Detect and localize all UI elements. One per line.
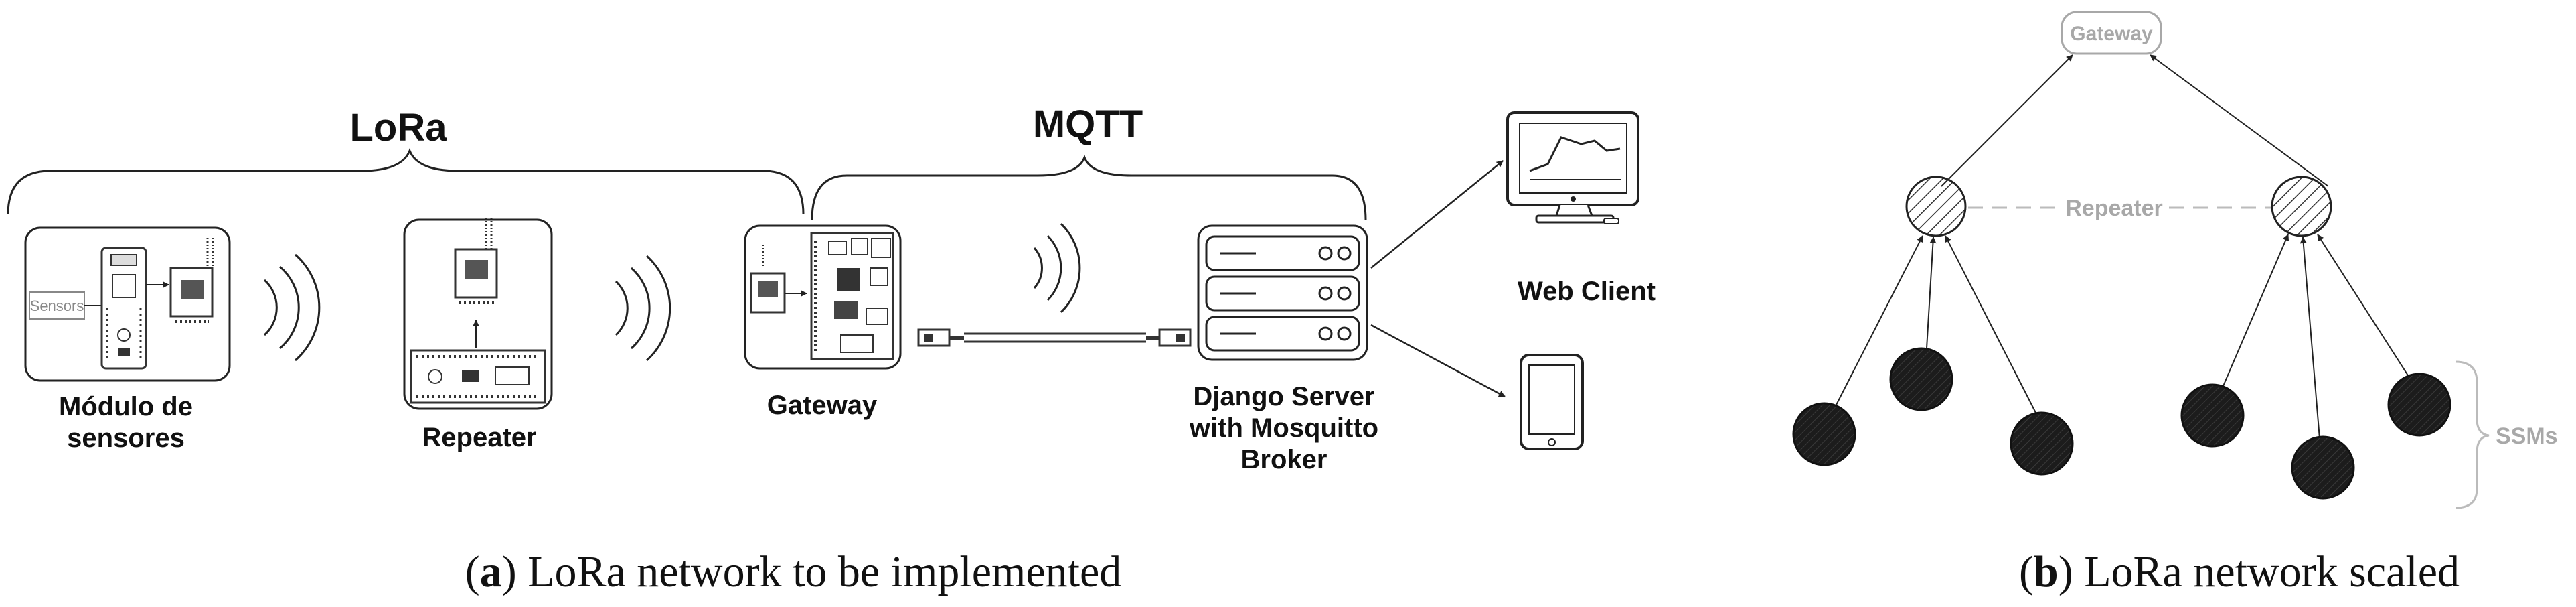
gateway-caption: Gateway xyxy=(767,391,878,420)
panel-b-caption-close: ) xyxy=(2059,547,2073,596)
tree-repeater-label: Repeater xyxy=(2065,196,2163,221)
repeater-caption: Repeater xyxy=(422,423,536,452)
sensors-label: Sensors xyxy=(30,297,84,314)
lora-brace xyxy=(7,147,805,215)
edge-ssm2 xyxy=(1926,237,1937,349)
tree-gateway-node xyxy=(2061,11,2162,55)
arrow-to-tablet xyxy=(1370,324,1506,398)
edge-ssm5 xyxy=(2300,237,2320,440)
radio-waves-3 xyxy=(1033,222,1081,314)
edge-ssm6 xyxy=(2317,234,2411,379)
server-caption-2: with Mosquitto xyxy=(1189,413,1378,443)
ssm-node-3 xyxy=(2010,411,2074,476)
django-server: Django Server with Mosquitto Broker xyxy=(1189,224,1378,474)
panel-a-caption-letter: a xyxy=(480,547,502,596)
sensor-module-caption-1: Módulo de xyxy=(59,392,193,421)
edge-left-repeater-gateway xyxy=(1941,54,2073,187)
panel-a-caption-text: LoRa network to be implemented xyxy=(517,547,1122,596)
sensor-module: Sensors Módulo de sensores xyxy=(24,226,231,453)
server-caption-3: Broker xyxy=(1241,445,1327,474)
panel-b-caption-letter: b xyxy=(2034,547,2059,596)
ethernet-cable xyxy=(917,328,1192,347)
panel-a-caption: (a) LoRa network to be implemented xyxy=(465,547,1122,596)
monitor-icon xyxy=(1506,111,1639,224)
ssms-label: SSMs xyxy=(2496,423,2558,449)
mqtt-brace xyxy=(811,154,1367,220)
arrow-to-web-client xyxy=(1370,160,1504,269)
panel-a-caption-open: ( xyxy=(465,547,480,596)
tree-gateway-label: Gateway xyxy=(2070,23,2153,45)
edge-ssm3 xyxy=(1945,235,2037,415)
panel-a: LoRa MQTT Sensors Módulo de se xyxy=(7,103,1656,596)
edge-ssm1 xyxy=(1834,235,1923,409)
panel-b-caption: (b) LoRa network scaled xyxy=(2019,547,2460,596)
edge-ssm4 xyxy=(2221,234,2289,391)
panel-b-caption-text: LoRa network scaled xyxy=(2073,547,2460,596)
ssm-node-2 xyxy=(1889,347,1953,411)
lora-brace-label: LoRa xyxy=(350,106,448,149)
tree-repeater-left xyxy=(1905,176,1967,237)
sensor-module-caption-2: sensores xyxy=(67,423,185,453)
server-caption-1: Django Server xyxy=(1193,382,1374,411)
repeater-node: Repeater xyxy=(403,218,553,452)
gateway-node: Gateway xyxy=(744,224,902,420)
ssm-node-5 xyxy=(2291,435,2355,500)
tablet-icon xyxy=(1520,354,1584,450)
sensors-box xyxy=(29,291,85,320)
ssm-node-4 xyxy=(2180,383,2245,448)
radio-waves-2 xyxy=(615,255,671,362)
panel-b-caption-open: ( xyxy=(2019,547,2034,596)
radio-waves-1 xyxy=(263,253,321,362)
panel-b: Gateway Repeater SSMs (b) LoRa network s… xyxy=(1792,11,2558,596)
ssm-node-6 xyxy=(2387,373,2451,437)
edge-right-repeater-gateway xyxy=(2150,54,2329,187)
ssm-node-1 xyxy=(1792,402,1856,466)
web-client-caption: Web Client xyxy=(1518,277,1656,306)
tree-repeater-right xyxy=(2271,176,2332,237)
mqtt-brace-label: MQTT xyxy=(1033,103,1143,146)
panel-a-caption-close: ) xyxy=(502,547,517,596)
ssms-brace xyxy=(2455,360,2490,509)
